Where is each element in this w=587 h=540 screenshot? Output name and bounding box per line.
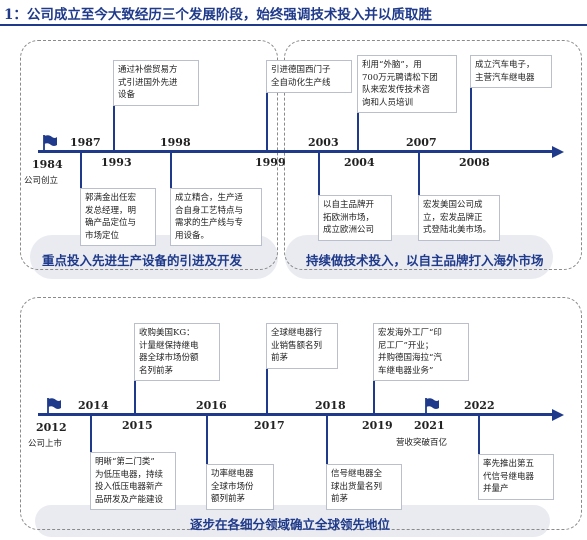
year-label: 1999 <box>255 156 286 169</box>
event-box-2014: 明晰“第二门类”为低压电器，持续投入低压电器新产品研发及产能建设 <box>90 452 176 510</box>
year-label: 2022 <box>464 399 495 412</box>
event-connector <box>418 153 420 195</box>
flag-icon <box>425 398 439 416</box>
event-box-1993: 通过补偿贸易方式引进国外先进设备 <box>113 60 199 106</box>
bottom-panel <box>35 505 550 537</box>
title-underline <box>0 24 587 26</box>
year-label: 2007 <box>406 136 437 149</box>
year-label: 2021 <box>414 419 445 432</box>
event-box-1987: 郭满金出任宏发总经理，明确产品定位与市场定位 <box>80 188 156 246</box>
event-connector <box>326 416 328 464</box>
phase-label-overseas: 持续做技术投入，以自主品牌打入海外市场 <box>306 253 544 268</box>
event-connector <box>80 153 82 188</box>
year-label: 2019 <box>362 419 393 432</box>
event-connector <box>134 378 136 413</box>
event-box-2018: 信号继电器全球出货量名列前茅 <box>326 464 402 510</box>
revenue-note: 营收突破百亿 <box>396 438 448 448</box>
event-connector <box>206 416 208 464</box>
event-connector <box>470 84 472 150</box>
founding-note: 公司创立 <box>24 176 59 186</box>
event-connector <box>357 112 359 150</box>
event-connector <box>318 153 320 195</box>
year-label: 2015 <box>122 419 153 432</box>
bottom-phase-box <box>20 297 582 530</box>
event-box-2007: 宏发美国公司成立，宏发品牌正式登陆北美市场。 <box>418 195 500 241</box>
event-box-2015: 收购美国KG：计量继保持继电器全球市场份额名列前茅 <box>134 323 220 381</box>
event-connector <box>266 90 268 150</box>
year-label: 2016 <box>196 399 227 412</box>
event-box-2016: 功率继电器全球市场份额列前茅 <box>206 464 274 510</box>
top-timeline-axis <box>38 150 556 153</box>
event-box-2017: 全球继电器行业销售额名列前茅 <box>266 323 338 369</box>
bottom-timeline-arrow <box>552 408 564 421</box>
event-connector <box>478 416 480 454</box>
event-box-2008: 成立汽车电子，主营汽车继电器 <box>470 55 552 88</box>
event-box-2019: 宏发海外工厂“印尼工厂”开业；并购德国海拉“汽车继电器业务” <box>373 323 469 381</box>
event-connector <box>373 378 375 413</box>
year-label: 2004 <box>344 156 375 169</box>
flag-icon <box>43 135 57 153</box>
year-label: 2014 <box>78 399 109 412</box>
bottom-timeline-axis <box>38 413 556 416</box>
flag-icon <box>47 398 61 416</box>
year-label: 2003 <box>308 136 339 149</box>
year-label: 1984 <box>32 158 63 171</box>
event-connector <box>170 153 172 188</box>
year-label: 2017 <box>254 419 285 432</box>
event-connector <box>266 360 268 413</box>
page-title: 1：公司成立至今大致经历三个发展阶段，始终强调技术投入并以质取胜 <box>4 7 432 23</box>
year-label: 1998 <box>160 136 191 149</box>
event-connector <box>90 416 92 452</box>
top-right-phase-box <box>284 40 582 270</box>
year-label: 2012 <box>36 421 67 434</box>
listing-note: 公司上市 <box>28 439 63 449</box>
year-label: 2018 <box>315 399 346 412</box>
event-box-1999: 引进德国西门子全自动化生产线 <box>266 60 352 93</box>
year-label: 1993 <box>101 156 132 169</box>
top-left-phase-box <box>20 40 278 270</box>
phase-label-global-leader: 逐步在各细分领域确立全球领先地位 <box>190 517 391 532</box>
year-label: 2008 <box>459 156 490 169</box>
top-right-panel <box>285 235 553 279</box>
top-timeline-arrow <box>552 145 564 158</box>
event-connector <box>113 96 115 150</box>
event-box-1998: 成立精合，生产适合自身工艺特点与需求的生产线与专用设备。 <box>170 188 262 246</box>
event-box-2022: 率先推出第五代信号继电器并量产 <box>478 454 554 500</box>
event-box-2003: 以自主品牌开拓欧洲市场，成立欧洲公司 <box>318 195 392 241</box>
year-label: 1987 <box>70 136 101 149</box>
phase-label-equipment: 重点投入先进生产设备的引进及开发 <box>42 253 243 268</box>
